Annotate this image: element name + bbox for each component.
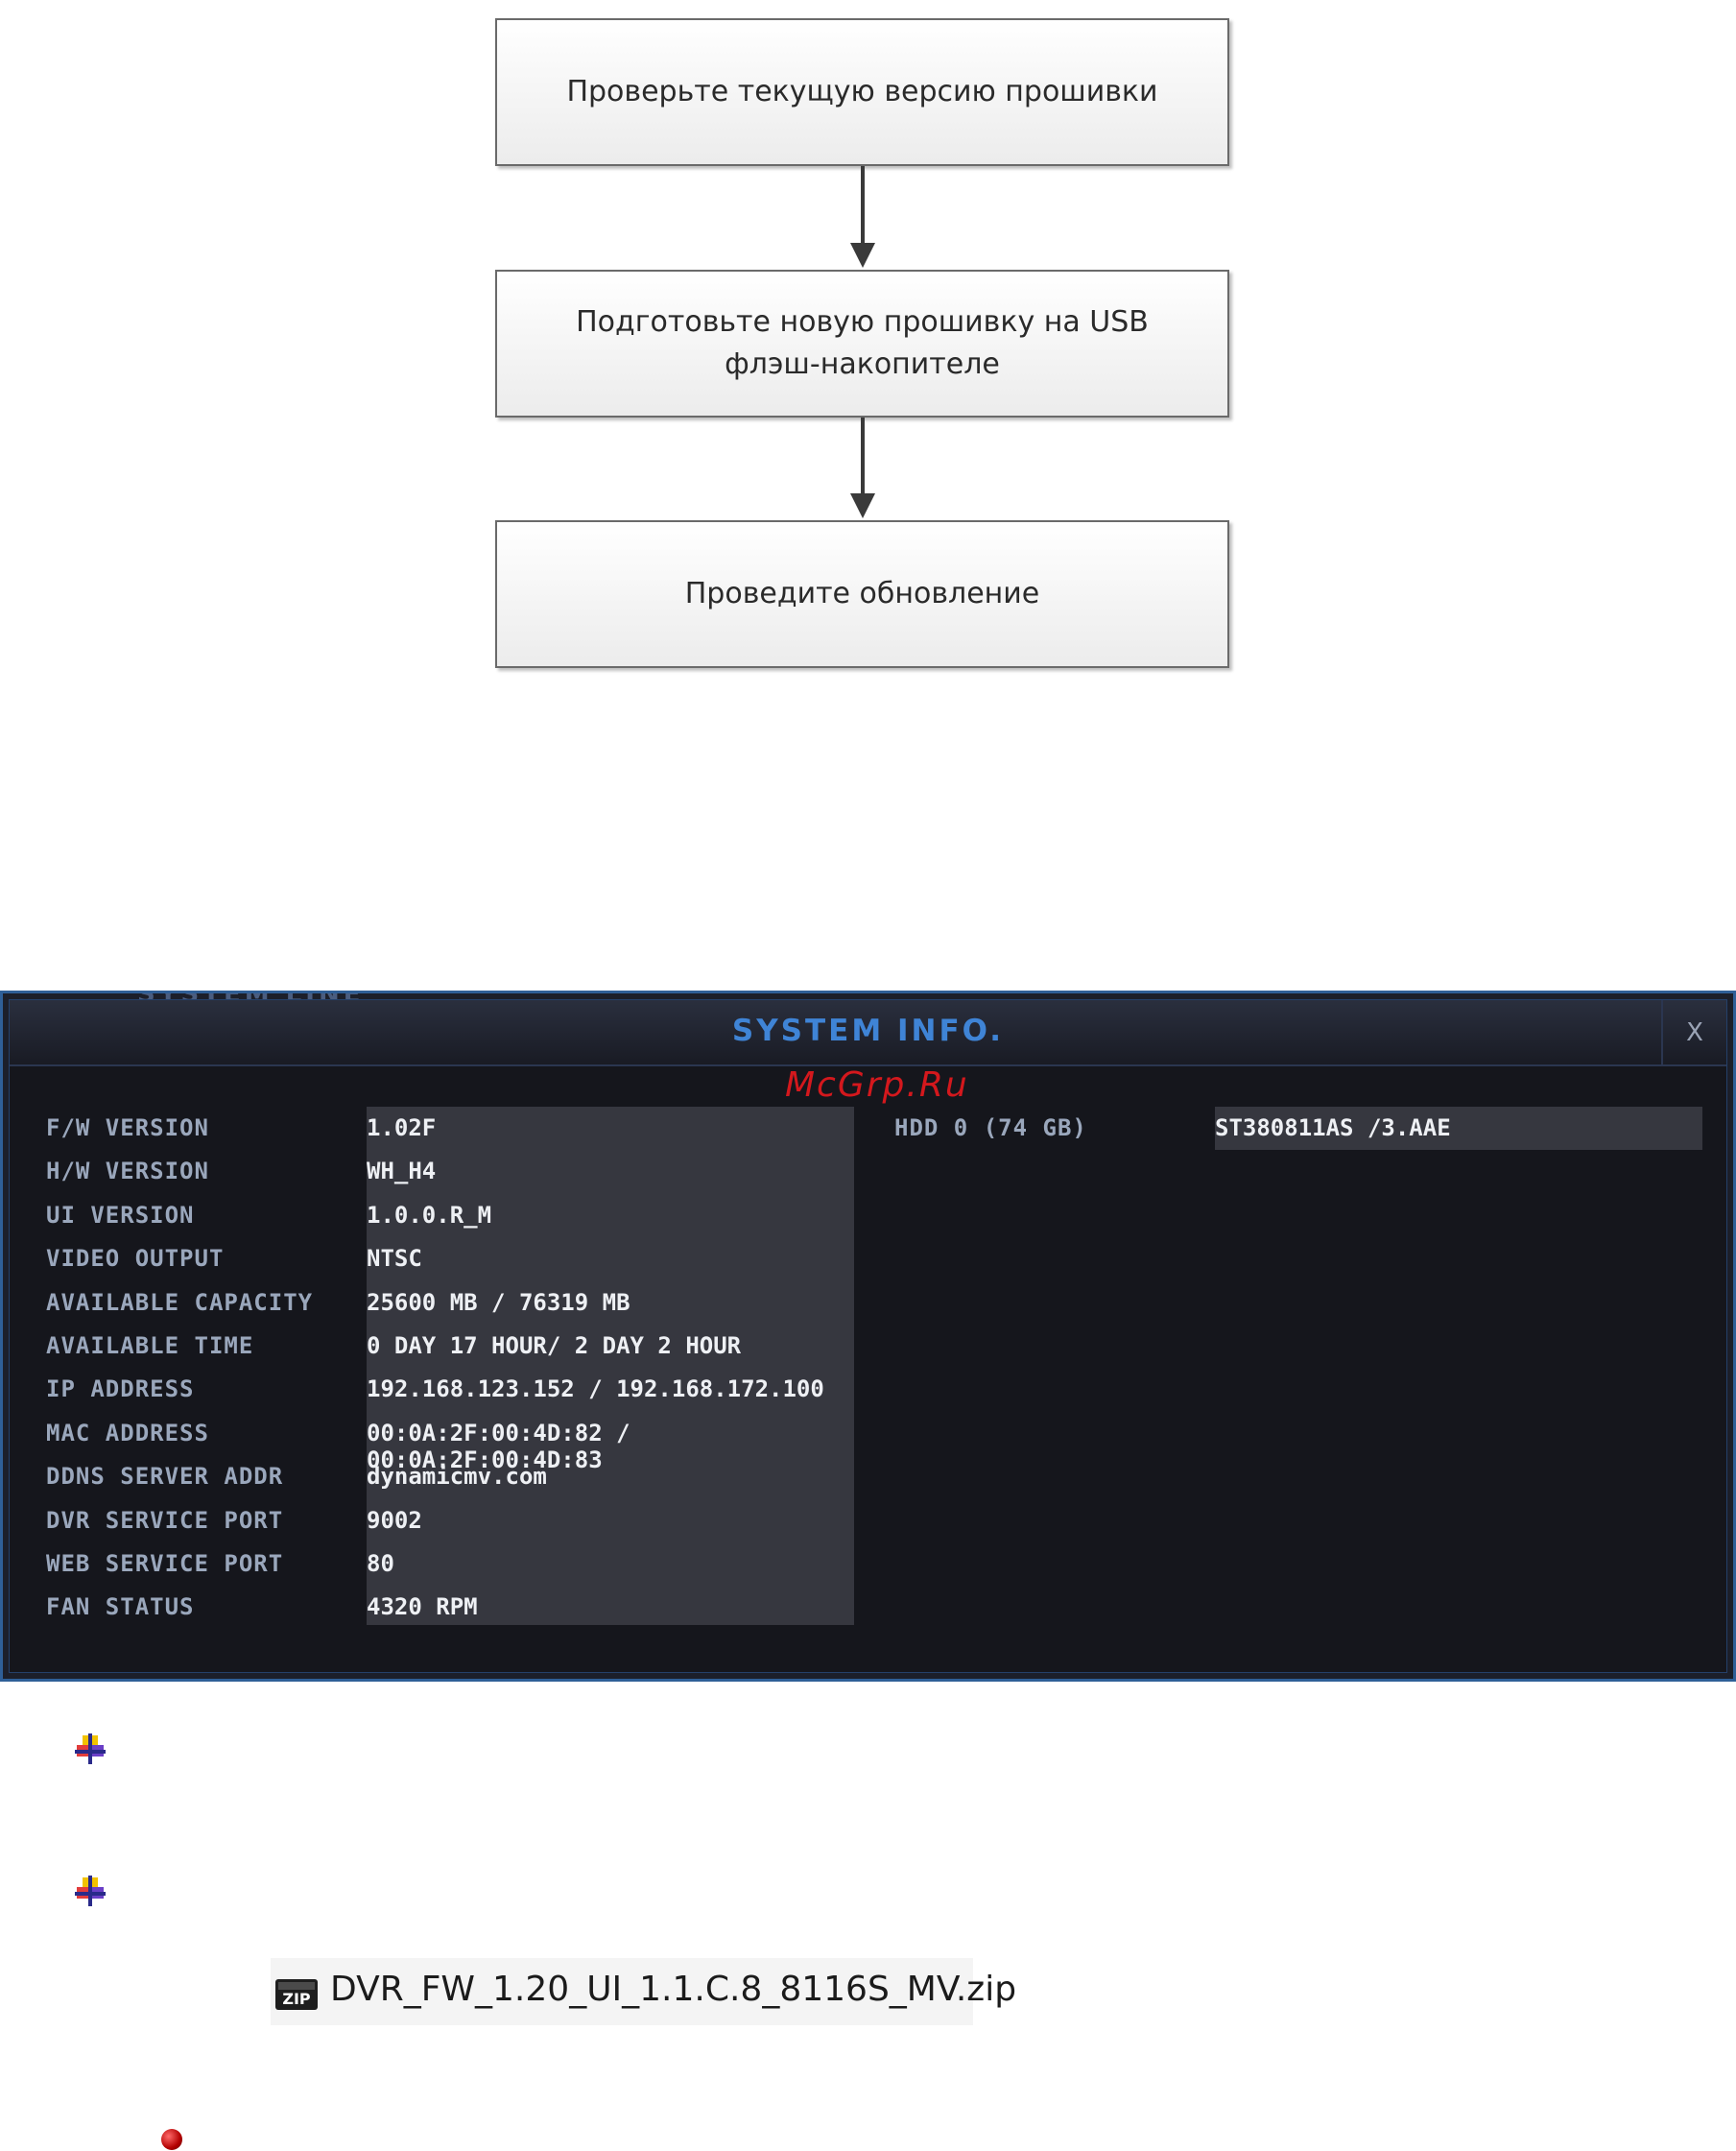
zip-icon-text: ZIP — [282, 1990, 311, 2008]
flow-step-label: Проверьте текущую версию прошивки — [566, 75, 1158, 108]
info-label: WEB SERVICE PORT — [46, 1549, 284, 1577]
info-label: IP ADDRESS — [46, 1375, 195, 1403]
info-label: AVAILABLE CAPACITY — [46, 1288, 314, 1316]
info-label: DDNS SERVER ADDR — [46, 1463, 284, 1491]
system-info-panel: SYSTEM INFO. X McGrp.Ru F/W VERSION 1.02… — [9, 999, 1727, 1673]
info-row-fw-version: F/W VERSION 1.02F — [46, 1107, 871, 1150]
info-row-hw-version: H/W VERSION WH_H4 — [46, 1150, 871, 1193]
info-label: MAC ADDRESS — [46, 1419, 209, 1446]
flow-step-label: Проведите обновление — [684, 577, 1040, 610]
zip-file-name[interactable]: DVR_FW_1.20_UI_1.1.C.8_8116S_MV.zip — [330, 1970, 1017, 2009]
hdd-value-field — [1215, 1107, 1702, 1150]
info-row-ui-version: UI VERSION 1.0.0.R_M — [46, 1194, 871, 1237]
arrow-down-icon — [850, 166, 875, 268]
info-value: 9002 — [367, 1506, 422, 1534]
flow-step-perform-update: Проведите обновление — [495, 520, 1229, 668]
info-row-dvr-port: DVR SERVICE PORT 9002 — [46, 1499, 871, 1542]
info-table: F/W VERSION 1.02F H/W VERSION WH_H4 UI V… — [46, 1107, 871, 1630]
info-value: dynamicmv.com — [367, 1463, 547, 1491]
flow-step-prepare-usb: Подготовьте новую прошивку на USB флэш-н… — [495, 270, 1229, 418]
zip-file-item[interactable] — [271, 1958, 973, 2025]
info-value: 0 DAY 17 HOUR/ 2 DAY 2 HOUR — [367, 1331, 742, 1359]
info-value: 1.0.0.R_M — [367, 1201, 492, 1229]
hdd-label: HDD 0 (74 GB) — [894, 1114, 1087, 1141]
info-row-web-port: WEB SERVICE PORT 80 — [46, 1542, 871, 1586]
bullet-cross-icon — [75, 1733, 106, 1764]
info-label: UI VERSION — [46, 1201, 195, 1229]
info-value: 1.02F — [367, 1114, 437, 1141]
info-row-video-output: VIDEO OUTPUT NTSC — [46, 1237, 871, 1280]
info-value-column — [367, 1107, 854, 1625]
info-value: 25600 MB / 76319 MB — [367, 1288, 630, 1316]
bullet-cross-icon — [75, 1876, 106, 1906]
red-bullet-icon — [161, 2129, 182, 2150]
info-label: VIDEO OUTPUT — [46, 1245, 225, 1273]
info-value: NTSC — [367, 1245, 422, 1273]
system-info-title: SYSTEM INFO. — [731, 1014, 1005, 1048]
info-value: 00:0A:2F:00:4D:82 / 00:0A:2F:00:4D:83 — [367, 1419, 630, 1473]
info-row-ip-address: IP ADDRESS 192.168.123.152 / 192.168.172… — [46, 1368, 871, 1411]
hdd-value: ST380811AS /3.AAE — [1215, 1114, 1451, 1141]
info-value: 192.168.123.152 / 192.168.172.100 — [367, 1375, 824, 1403]
info-value: 80 — [367, 1549, 394, 1577]
info-value: 4320 RPM — [367, 1593, 478, 1621]
info-row-available-capacity: AVAILABLE CAPACITY 25600 MB / 76319 MB — [46, 1281, 871, 1325]
watermark: McGrp.Ru — [785, 1065, 969, 1105]
info-label: DVR SERVICE PORT — [46, 1506, 284, 1534]
info-row-available-time: AVAILABLE TIME 0 DAY 17 HOUR/ 2 DAY 2 HO… — [46, 1325, 871, 1368]
info-label: H/W VERSION — [46, 1158, 209, 1185]
info-label: AVAILABLE TIME — [46, 1331, 254, 1359]
flow-step-label: Подготовьте новую прошивку на USB флэш-н… — [576, 305, 1149, 381]
info-value: WH_H4 — [367, 1158, 437, 1185]
info-row-fan-status: FAN STATUS 4320 RPM — [46, 1586, 871, 1629]
close-button[interactable]: X — [1661, 1000, 1726, 1064]
info-label: F/W VERSION — [46, 1114, 209, 1141]
system-info-window: SYSTEM LINE SYSTEM INFO. X McGrp.Ru F/W … — [0, 991, 1736, 1682]
zip-archive-icon: ZIP — [275, 1979, 318, 2010]
info-label: FAN STATUS — [46, 1593, 195, 1621]
info-row-ddns-server: DDNS SERVER ADDR dynamicmv.com — [46, 1455, 871, 1498]
close-icon: X — [1686, 1017, 1703, 1047]
system-info-header: SYSTEM INFO. X — [10, 1000, 1726, 1066]
arrow-down-icon — [850, 418, 875, 518]
info-row-mac-address: MAC ADDRESS 00:0A:2F:00:4D:82 / 00:0A:2F… — [46, 1412, 871, 1473]
flow-step-check-version: Проверьте текущую версию прошивки — [495, 18, 1229, 166]
